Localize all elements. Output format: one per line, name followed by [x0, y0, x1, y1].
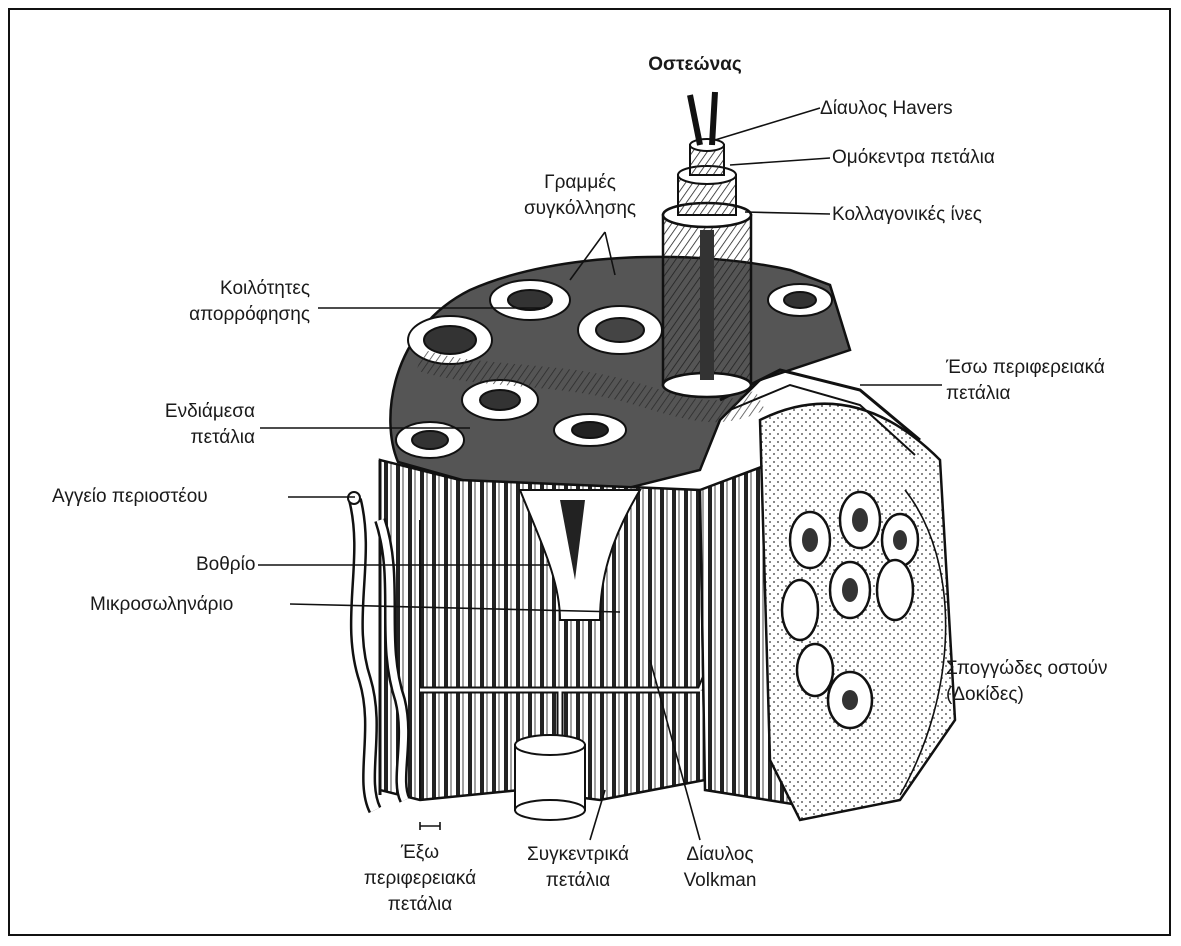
osteon-tube: [663, 92, 751, 397]
label-outer-circumferential-line3: πετάλια: [340, 892, 500, 918]
label-haversian-canal: Δίαυλος Havers: [820, 96, 953, 122]
label-inner-circumferential-line1: Έσω περιφερειακά: [946, 355, 1105, 381]
label-lacuna: Βοθρίο: [196, 552, 255, 578]
label-volkmann-canal: Δίαυλος Volkman: [660, 842, 780, 894]
label-inner-circumferential-line2: πετάλια: [946, 381, 1105, 407]
label-outer-circumferential-line1: Έξω: [340, 840, 500, 866]
label-interstitial-lamellae-line2: πετάλια: [120, 425, 255, 451]
label-inner-circumferential: Έσω περιφερειακά πετάλια: [946, 355, 1105, 407]
label-resorption-cavities-line2: απορρόφησης: [160, 302, 310, 328]
label-cement-lines: Γραμμές συγκόλλησης: [510, 170, 650, 222]
label-spongy-bone-line1: Σπογγώδες οστούν: [946, 656, 1108, 682]
label-spongy-bone: Σπογγώδες οστούν (Δοκίδες): [946, 656, 1108, 708]
label-volkmann-canal-line1: Δίαυλος: [660, 842, 780, 868]
label-cement-lines-line1: Γραμμές: [510, 170, 650, 196]
label-osteon: Οστεώνας: [620, 52, 770, 78]
label-concentric-lamellae-bottom-line1: Συγκεντρικά: [508, 842, 648, 868]
label-cement-lines-line2: συγκόλλησης: [510, 196, 650, 222]
label-spongy-bone-line2: (Δοκίδες): [946, 682, 1108, 708]
label-concentric-lamellae-top: Ομόκεντρα πετάλια: [832, 145, 995, 171]
label-interstitial-lamellae: Ενδιάμεσα πετάλια: [120, 399, 255, 451]
label-outer-circumferential: Έξω περιφερειακά πετάλια: [340, 840, 500, 918]
label-periosteal-vessel: Αγγείο περιοστέου: [52, 484, 208, 510]
label-interstitial-lamellae-line1: Ενδιάμεσα: [120, 399, 255, 425]
label-concentric-lamellae-bottom-line2: πετάλια: [508, 868, 648, 894]
label-resorption-cavities: Κοιλότητες απορρόφησης: [160, 276, 310, 328]
label-collagen-fibers: Κολλαγονικές ίνες: [832, 202, 982, 228]
label-volkmann-canal-line2: Volkman: [660, 868, 780, 894]
label-outer-circumferential-line2: περιφερειακά: [340, 866, 500, 892]
label-resorption-cavities-line1: Κοιλότητες: [160, 276, 310, 302]
label-concentric-lamellae-bottom: Συγκεντρικά πετάλια: [508, 842, 648, 894]
label-canaliculus: Μικροσωληνάριο: [90, 592, 233, 618]
